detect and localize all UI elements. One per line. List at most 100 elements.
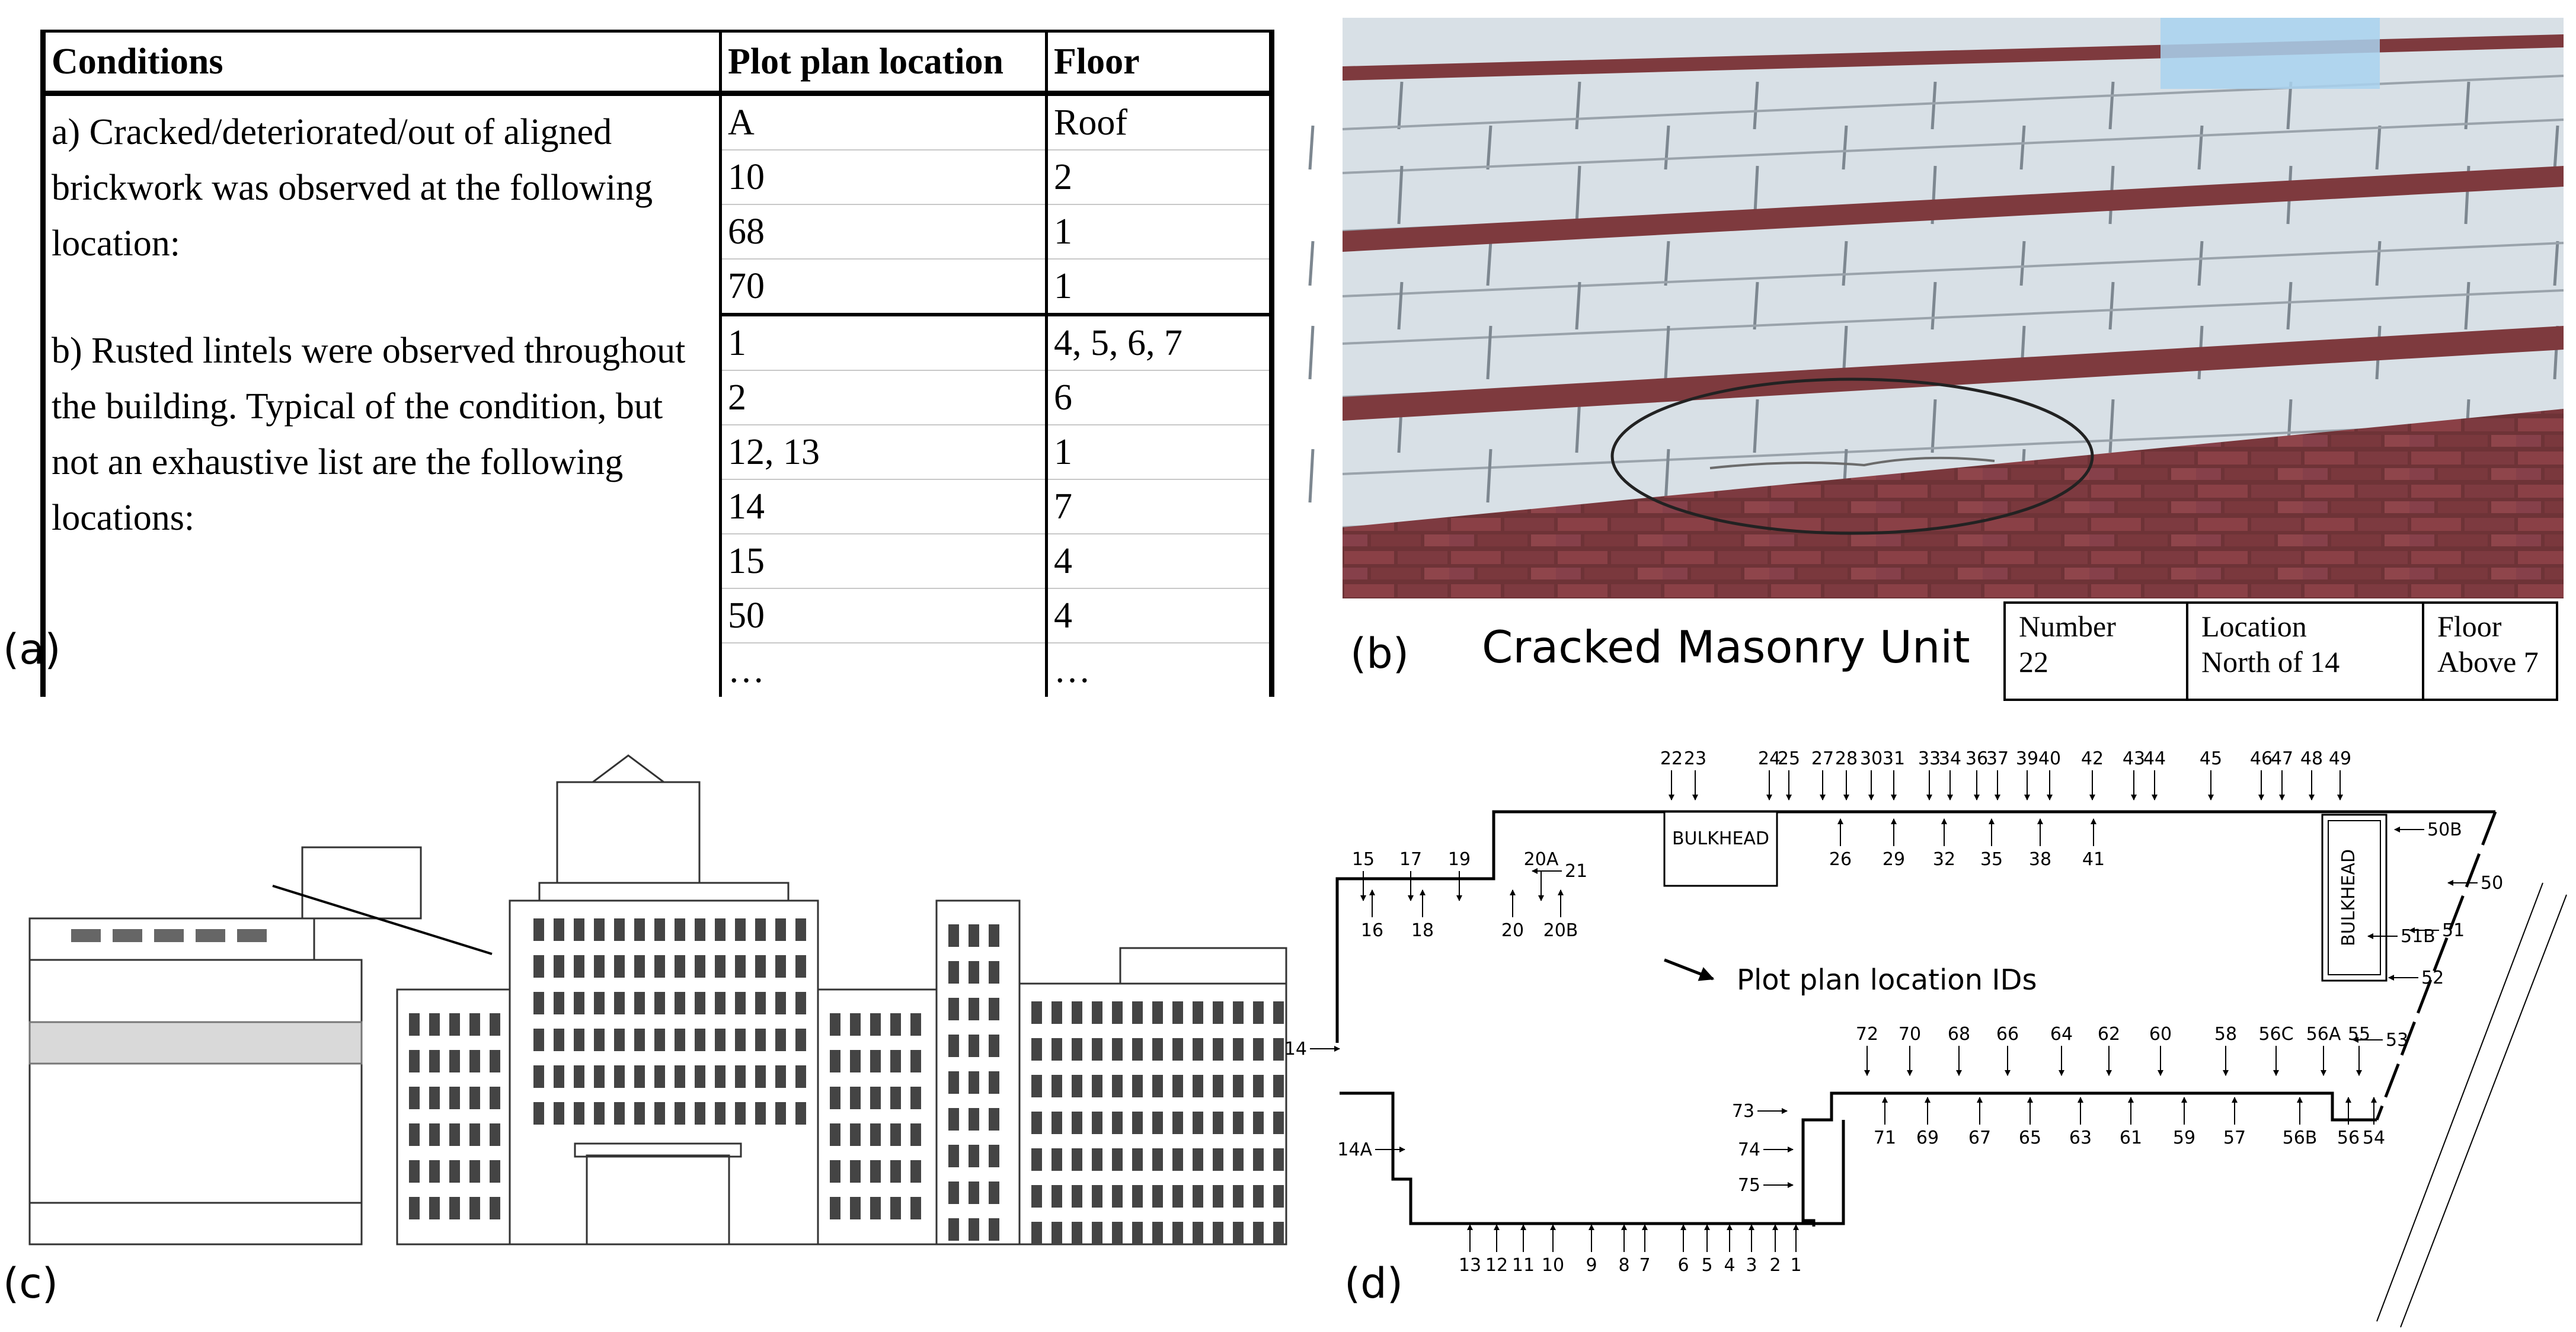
window [948, 1035, 959, 1057]
location-cell: 2 [719, 370, 1047, 425]
window [409, 1087, 420, 1109]
brick-wall-lower [1343, 409, 2564, 598]
window [675, 1102, 685, 1125]
location-id-label: 74 [1738, 1139, 1760, 1160]
window [948, 1108, 959, 1131]
window [969, 1218, 979, 1241]
info-location-heading: Location [2201, 610, 2307, 643]
location-id-label: 68 [1948, 1024, 1970, 1045]
cracked-masonry-photo [1308, 18, 2564, 598]
window [795, 1065, 806, 1088]
window [775, 1102, 786, 1125]
mortar-joint [1931, 281, 1937, 330]
window [948, 998, 959, 1020]
window [1152, 1112, 1163, 1134]
window [989, 1218, 999, 1241]
window [1092, 1001, 1102, 1024]
floor-cell: 7 [1045, 479, 1274, 534]
location-id-label: 50B [2427, 819, 2462, 840]
panel-b-label: (b) [1350, 629, 1410, 678]
window [1273, 1185, 1284, 1208]
window [735, 992, 746, 1014]
window [1213, 1185, 1223, 1208]
window [654, 1029, 665, 1051]
window [1213, 1075, 1223, 1097]
window [1092, 1038, 1102, 1061]
window [1072, 1148, 1082, 1171]
window [795, 955, 806, 978]
mortar-joint [2197, 241, 2204, 286]
mortar-joint [2375, 125, 2382, 170]
window [1052, 1148, 1062, 1171]
mortar-joint [1308, 241, 1315, 286]
window [654, 992, 665, 1014]
location-id-label: 70 [1899, 1024, 1921, 1045]
window [795, 992, 806, 1014]
window [1092, 1112, 1102, 1134]
window [554, 1065, 564, 1088]
window [715, 955, 726, 978]
window [948, 1181, 959, 1204]
plan-id-labels: 123456789101112131414A15161718192020A20B… [1284, 748, 2503, 1276]
window [775, 1065, 786, 1088]
window [409, 1160, 420, 1183]
window [554, 1029, 564, 1051]
window [870, 1160, 881, 1183]
window [533, 1102, 544, 1125]
window [469, 1013, 480, 1036]
window [1233, 1001, 1244, 1024]
location-id-label: 20A [1524, 849, 1559, 870]
window [1172, 1112, 1183, 1134]
window [614, 1065, 625, 1088]
window [449, 1050, 460, 1072]
mortar-joint [1486, 241, 1492, 286]
window [1253, 1112, 1264, 1134]
window [654, 1102, 665, 1125]
window [469, 1123, 480, 1146]
location-id-label: 6 [1677, 1255, 1689, 1276]
window [1072, 1112, 1082, 1134]
window [1152, 1001, 1163, 1024]
window [755, 1065, 766, 1088]
elevation-outline [28, 754, 1287, 1245]
location-id-label: 56C [2258, 1024, 2293, 1045]
mortar-joint [2375, 241, 2382, 286]
header-conditions: Conditions [40, 30, 722, 96]
window [775, 955, 786, 978]
building-footprint [1335, 810, 2567, 1328]
window [830, 1160, 840, 1183]
window [1253, 1075, 1264, 1097]
window [755, 918, 766, 941]
location-id-label: 65 [2019, 1128, 2041, 1148]
mortar-joint [1575, 281, 1581, 330]
window [574, 955, 584, 978]
location-id-label: 14 [1284, 1039, 1307, 1059]
location-id-label: 67 [1968, 1128, 1991, 1148]
window [795, 918, 806, 941]
location-id-label: 50 [2481, 873, 2503, 894]
window [890, 1050, 901, 1072]
mortar-joint [1486, 325, 1492, 380]
window [1172, 1148, 1183, 1171]
sky-patch [2160, 18, 2380, 89]
window [1031, 1222, 1042, 1244]
window [1152, 1185, 1163, 1208]
mortar-joint [2464, 81, 2470, 130]
window [695, 918, 705, 941]
location-id-label: 22 [1660, 748, 1683, 769]
window [409, 1123, 420, 1146]
mortar-joint [1753, 399, 1759, 453]
location-cell: 12, 13 [719, 425, 1047, 480]
location-id-label: 58 [2214, 1024, 2237, 1045]
window [735, 1065, 746, 1088]
header-row: Conditions Plot plan location Floor [40, 30, 1274, 96]
window [1132, 1001, 1143, 1024]
window [675, 1029, 685, 1051]
mortar-joint [1486, 449, 1492, 503]
location-id-label: 60 [2149, 1024, 2172, 1045]
window [910, 1013, 921, 1036]
info-number-heading: Number [2019, 610, 2116, 643]
window [1193, 1001, 1203, 1024]
